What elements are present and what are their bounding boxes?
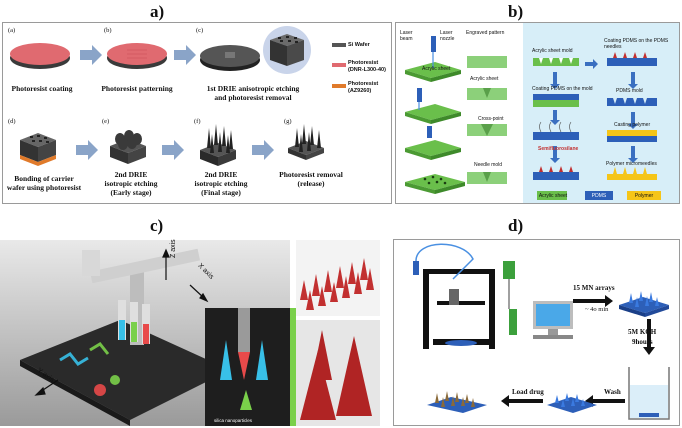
panel-c-graphics bbox=[0, 240, 380, 426]
panel-b-letter: b) bbox=[508, 2, 524, 21]
legend-si-wafer: Si Wafer bbox=[348, 42, 370, 48]
caption-d2: wafer using photoresist bbox=[6, 183, 82, 192]
label-hours: 9hours bbox=[632, 338, 653, 346]
printed-pattern bbox=[59, 342, 120, 396]
arrow-f-g bbox=[252, 140, 274, 160]
label-time: ~ 4o min bbox=[585, 306, 609, 313]
step-f-spikes-icon bbox=[200, 124, 236, 166]
label-laser-beam: Laser beam bbox=[400, 30, 413, 42]
step-b-wafer-icon bbox=[107, 43, 167, 69]
label-engraved: Engraved pattern bbox=[466, 30, 505, 36]
panel-c-letter: c) bbox=[150, 216, 164, 235]
caption-g2: (release) bbox=[297, 179, 325, 188]
step-d-letter: (d) bbox=[8, 118, 16, 125]
label-polymer-mn: Polymer micromeedles bbox=[606, 161, 657, 167]
gantry-arm bbox=[89, 248, 201, 284]
label-semifluorosilane: Semifluorosilane bbox=[538, 146, 579, 152]
arrow-to-array bbox=[573, 295, 613, 307]
panel-d-frame bbox=[393, 239, 680, 426]
arrow-a-b bbox=[80, 45, 102, 65]
computer-icon bbox=[533, 301, 573, 339]
legend-acrylic-sheet: Acrylic sheet bbox=[538, 193, 568, 199]
panel-d-graphics bbox=[413, 243, 670, 420]
arrow-down-koh bbox=[643, 319, 655, 355]
caption-e2: isotropic etching bbox=[104, 179, 158, 188]
arrow-to-load bbox=[501, 395, 543, 407]
caption-b: Photoresist patterning bbox=[101, 84, 173, 93]
cross-sections bbox=[467, 56, 507, 184]
label-load-drug: Load drug bbox=[512, 388, 544, 396]
label-coating-pdms-mold: Coating PDMS on the mold bbox=[532, 86, 593, 92]
mn-array-icon bbox=[619, 291, 669, 317]
caption-g1: Photoresist removal bbox=[279, 170, 343, 179]
panel-b-graphics bbox=[405, 36, 661, 200]
mold-steps bbox=[533, 58, 579, 180]
label-z-axis: Z axis bbox=[170, 239, 177, 258]
step-e-cube-icon bbox=[110, 130, 146, 164]
caption-c2: and photoresist removal bbox=[214, 93, 292, 102]
label-wash: Wash bbox=[604, 388, 621, 396]
label-mn-arrays: 15 MN arrays bbox=[573, 284, 615, 292]
pdms-mold-steps bbox=[607, 52, 657, 180]
laser-sheet-3 bbox=[405, 126, 461, 160]
zoom-cube-icon bbox=[263, 26, 311, 74]
legend-pdms: PDMS bbox=[591, 193, 607, 199]
step-b-letter: (b) bbox=[104, 27, 112, 34]
caption-d1: Bonding of carrier bbox=[14, 174, 74, 183]
step-e-letter: (e) bbox=[102, 118, 110, 125]
arrow-b-c bbox=[174, 45, 196, 65]
arrow-to-wash bbox=[585, 395, 625, 407]
label-silica: silica nanoparticles bbox=[214, 418, 253, 423]
step-c-letter: (c) bbox=[196, 27, 204, 34]
mold-arrows bbox=[550, 59, 638, 163]
label-pdms-mold: PDMS mold bbox=[616, 88, 643, 94]
label-coating-pdms-needles: Coating PDMS on the PDMS needles bbox=[604, 38, 669, 50]
arrow-d-e bbox=[76, 140, 98, 160]
syringe-group bbox=[118, 300, 150, 344]
legend-photoresist-az: Photoresist (AZ9260) bbox=[348, 81, 379, 94]
caption-c1: 1st DRIE anisotropic etching bbox=[206, 84, 300, 93]
laser-sheet-1 bbox=[405, 36, 461, 82]
caption-f3: (Final stage) bbox=[201, 188, 241, 197]
wash-array-icon bbox=[547, 393, 597, 413]
label-koh: 5M KOH bbox=[628, 328, 657, 336]
label-acrylic-mold: Acrylic sheet mold bbox=[532, 48, 573, 54]
label-needle-mold: Needle mold bbox=[474, 162, 503, 168]
label-casting-polymer: Casting polymer bbox=[614, 122, 651, 128]
caption-e1: 2nd DRIE bbox=[114, 170, 148, 179]
panel-a-letter: a) bbox=[150, 2, 165, 21]
step-f-letter: (f) bbox=[194, 118, 201, 125]
legend-photoresist-dnr: Photoresist (DNR-L300-40) bbox=[348, 60, 386, 73]
step-g-letter: (g) bbox=[284, 118, 292, 125]
panel-d-letter: d) bbox=[508, 216, 524, 235]
loaded-array-icon bbox=[427, 391, 487, 413]
panel-a-frame bbox=[2, 22, 392, 204]
caption-e3: (Early stage) bbox=[110, 188, 152, 197]
axis-arrows bbox=[34, 248, 209, 396]
panel-a-graphics bbox=[10, 26, 346, 166]
label-laser-nozzle: Laser nozzle bbox=[440, 30, 455, 42]
legend-polymer: Polymer bbox=[634, 193, 654, 199]
printer-bed bbox=[20, 320, 230, 420]
label-acrylic-sheet: Acrylic sheet bbox=[422, 66, 451, 72]
step-a-wafer-icon bbox=[10, 43, 70, 69]
label-crosspoint: Cross-point bbox=[478, 116, 504, 122]
label-acrylic-sheet-2: Acrylic sheet bbox=[470, 76, 499, 82]
beaker-icon bbox=[628, 367, 670, 420]
step-d-cube-icon bbox=[20, 133, 56, 166]
printer-frame bbox=[423, 269, 495, 349]
caption-a: Photoresist coating bbox=[11, 84, 73, 93]
step-g-spikes-icon bbox=[288, 124, 324, 160]
laser-sheet-4 bbox=[405, 174, 465, 194]
laser-sheet-2 bbox=[405, 88, 461, 124]
arrow-e-f bbox=[162, 140, 184, 160]
step-c-wafer-icon bbox=[200, 45, 260, 71]
caption-f1: 2nd DRIE bbox=[204, 170, 238, 179]
step-a-letter: (a) bbox=[8, 27, 16, 34]
caption-f2: isotropic etching bbox=[194, 179, 248, 188]
